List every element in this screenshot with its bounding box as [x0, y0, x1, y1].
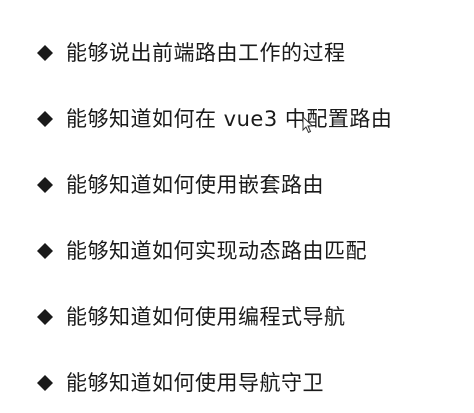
- mouse-cursor-icon: [302, 116, 314, 134]
- list-item-text: 能够知道如何实现动态路由匹配: [66, 238, 367, 263]
- diamond-icon: [37, 45, 53, 61]
- list-item-text: 能够知道如何在 vue3 中配置路由: [66, 106, 393, 131]
- diamond-icon: [37, 111, 53, 127]
- diamond-icon: [37, 243, 53, 259]
- list-item-text: 能够知道如何使用编程式导航: [66, 304, 346, 329]
- list-item: 能够说出前端路由工作的过程: [36, 20, 466, 86]
- list-item-text: 能够说出前端路由工作的过程: [66, 40, 346, 65]
- list-item-text: 能够知道如何使用嵌套路由: [66, 172, 324, 197]
- list-item: 能够知道如何使用编程式导航: [36, 284, 466, 350]
- list-item: 能够知道如何使用导航守卫: [36, 350, 466, 413]
- list-item: 能够知道如何使用嵌套路由: [36, 152, 466, 218]
- diamond-icon: [37, 375, 53, 391]
- diamond-icon: [37, 177, 53, 193]
- bullet-list: 能够说出前端路由工作的过程 能够知道如何在 vue3 中配置路由 能够知道如何使…: [36, 20, 466, 413]
- list-item: 能够知道如何在 vue3 中配置路由: [36, 86, 466, 152]
- diamond-icon: [37, 309, 53, 325]
- list-item: 能够知道如何实现动态路由匹配: [36, 218, 466, 284]
- list-item-text: 能够知道如何使用导航守卫: [66, 370, 324, 395]
